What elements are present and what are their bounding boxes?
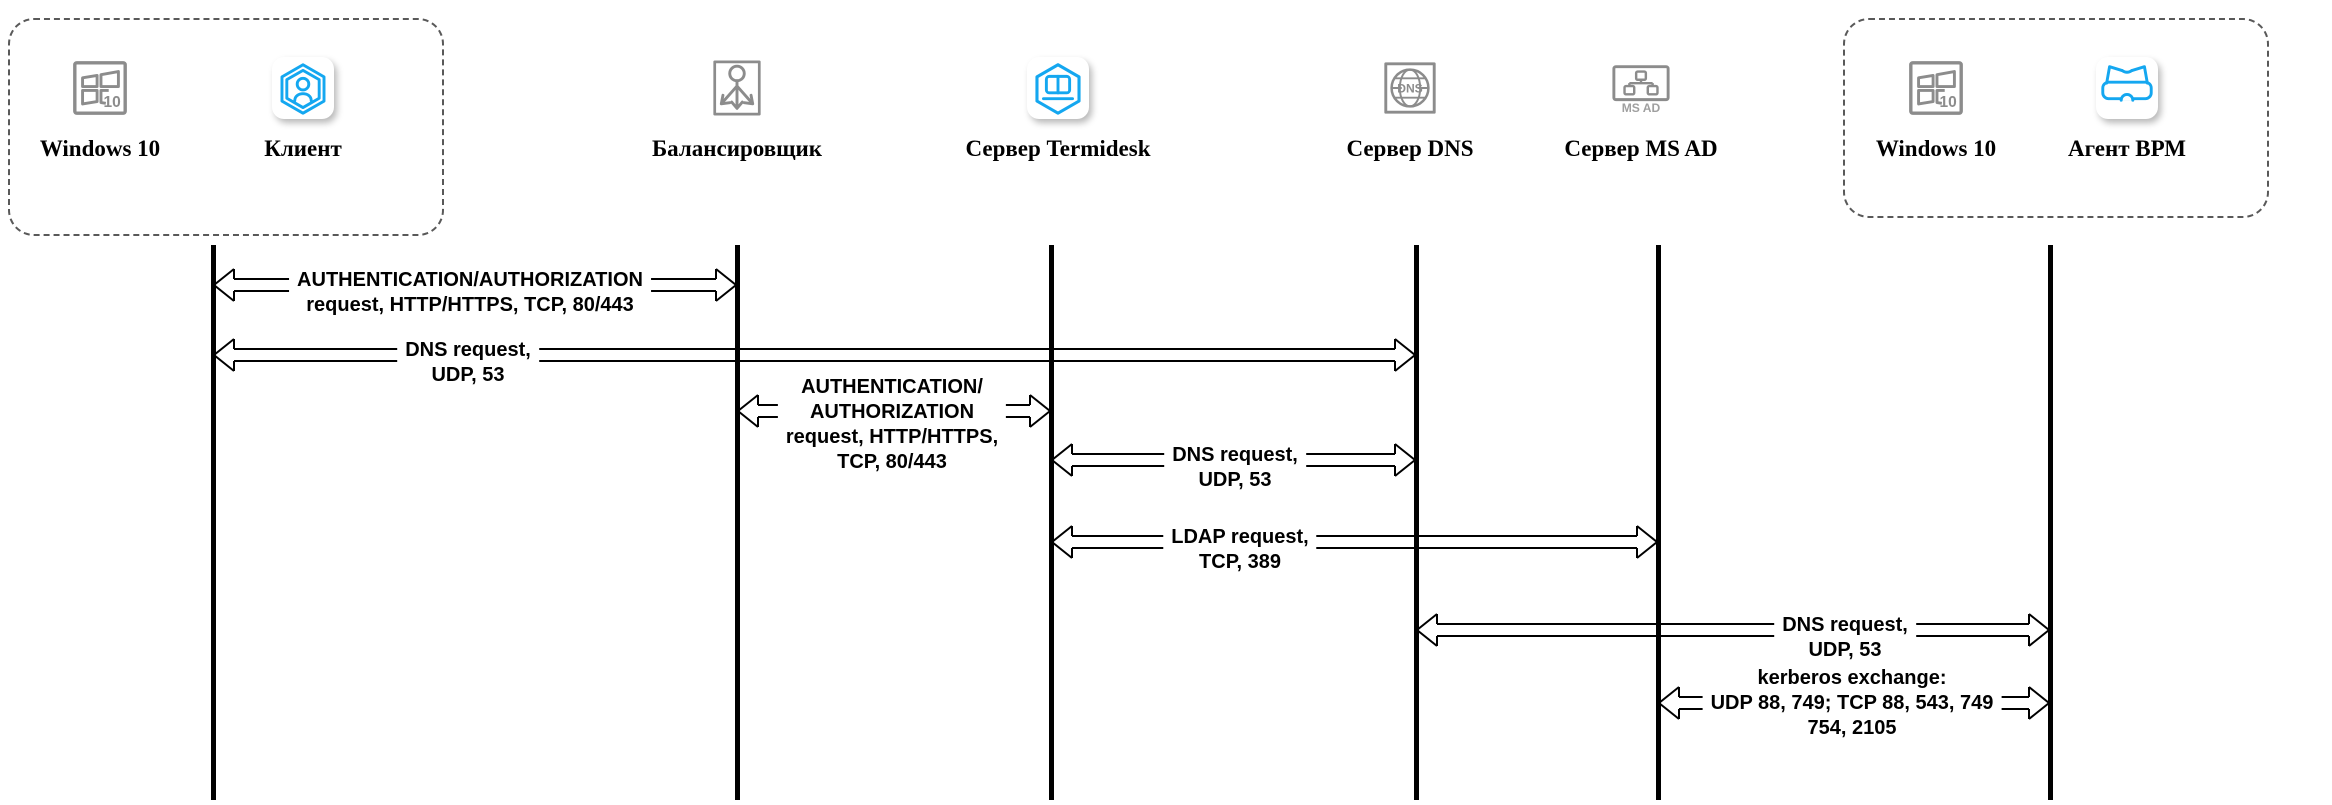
svg-text:DNS: DNS	[1397, 81, 1423, 95]
message-label-line: 754, 2105	[1702, 716, 2002, 741]
message-label-dns-termidesk-dnsserver: DNS request,UDP, 53	[1164, 443, 1306, 493]
message-label-line: DNS request,	[397, 338, 539, 363]
vdi-agent-glasses-icon	[2096, 57, 2158, 119]
entity-label: Сервер MS AD	[1564, 136, 1718, 161]
message-label-line: TCP, 80/443	[777, 450, 1007, 475]
message-label-line: request, HTTP/HTTPS, TCP, 80/443	[289, 293, 651, 318]
lifeline-load-balancer	[735, 245, 740, 800]
entity-label: Агент ВРМ	[2068, 136, 2186, 161]
message-label-line: request, HTTP/HTTPS,	[777, 425, 1007, 450]
entity-label: Windows 10	[39, 136, 161, 161]
entity-label: Сервер DNS	[1346, 136, 1474, 161]
message-label-line: UDP, 53	[397, 363, 539, 388]
message-label-line: DNS request,	[1164, 443, 1306, 468]
client-workstation-group	[8, 18, 444, 236]
message-arrow-dns-client-dnsserver	[212, 335, 1417, 375]
message-label-line: UDP, 53	[1774, 638, 1916, 663]
lifeline-ms-ad-server	[1656, 245, 1661, 800]
message-label-dns-client-dnsserver: DNS request,UDP, 53	[397, 338, 539, 388]
message-label-dns-agent-dnsserver: DNS request,UDP, 53	[1774, 613, 1916, 663]
entity-label: Windows 10	[1875, 136, 1997, 161]
dns-server-icon: DNS	[1379, 57, 1441, 119]
termidesk-server-icon	[1027, 57, 1089, 119]
entity-windows10: 10 Windows 10	[1816, 57, 2056, 161]
message-label-ldap-termidesk-msad: LDAP request,TCP, 389	[1163, 525, 1317, 575]
message-label-line: LDAP request,	[1163, 525, 1317, 550]
entity-ms-ad-server: MS AD Сервер MS AD	[1521, 57, 1761, 161]
entity-client-app: Клиент	[183, 57, 423, 161]
lifeline-dns-server	[1414, 245, 1419, 800]
entity-label: Балансировщик	[651, 136, 823, 161]
windows10-icon: 10	[69, 57, 131, 119]
entity-dns-server: DNS Сервер DNS	[1290, 57, 1530, 161]
client-app-icon	[272, 57, 334, 119]
message-arrow-ldap-termidesk-msad	[1050, 522, 1659, 562]
load-balancer-icon	[706, 57, 768, 119]
entity-termidesk-server: Сервер Termidesk	[938, 57, 1178, 161]
message-arrow-dns-agent-dnsserver	[1415, 610, 2051, 650]
lifeline-vdi-agent	[2048, 245, 2053, 800]
lifeline-termidesk-server	[1049, 245, 1054, 800]
svg-text:10: 10	[103, 94, 120, 111]
entity-vdi-agent-glasses: Агент ВРМ	[2007, 57, 2247, 161]
message-label-line: DNS request,	[1774, 613, 1916, 638]
message-label-line: kerberos exchange:	[1702, 666, 2002, 691]
agent-workstation-group	[1843, 18, 2269, 218]
entity-windows10: 10 Windows 10	[0, 57, 220, 161]
ms-ad-server-icon: MS AD	[1610, 57, 1672, 119]
message-label-line: TCP, 389	[1163, 550, 1317, 575]
lifeline-client	[211, 245, 216, 800]
message-label-kerberos-msad-agent: kerberos exchange:UDP 88, 749; TCP 88, 5…	[1702, 666, 2002, 741]
entity-load-balancer: Балансировщик	[617, 57, 857, 161]
svg-text:10: 10	[1939, 94, 1956, 111]
message-label-line: AUTHENTICATION/AUTHORIZATION	[289, 268, 651, 293]
svg-text:MS AD: MS AD	[1622, 101, 1661, 115]
windows10-icon: 10	[1905, 57, 1967, 119]
entity-label: Сервер Termidesk	[965, 136, 1151, 161]
message-label-line: AUTHORIZATION	[777, 400, 1007, 425]
message-label-line: AUTHENTICATION/	[777, 375, 1007, 400]
message-label-line: UDP, 53	[1164, 468, 1306, 493]
message-label-line: UDP 88, 749; TCP 88, 543, 749	[1702, 691, 2002, 716]
entity-label: Клиент	[264, 136, 342, 161]
